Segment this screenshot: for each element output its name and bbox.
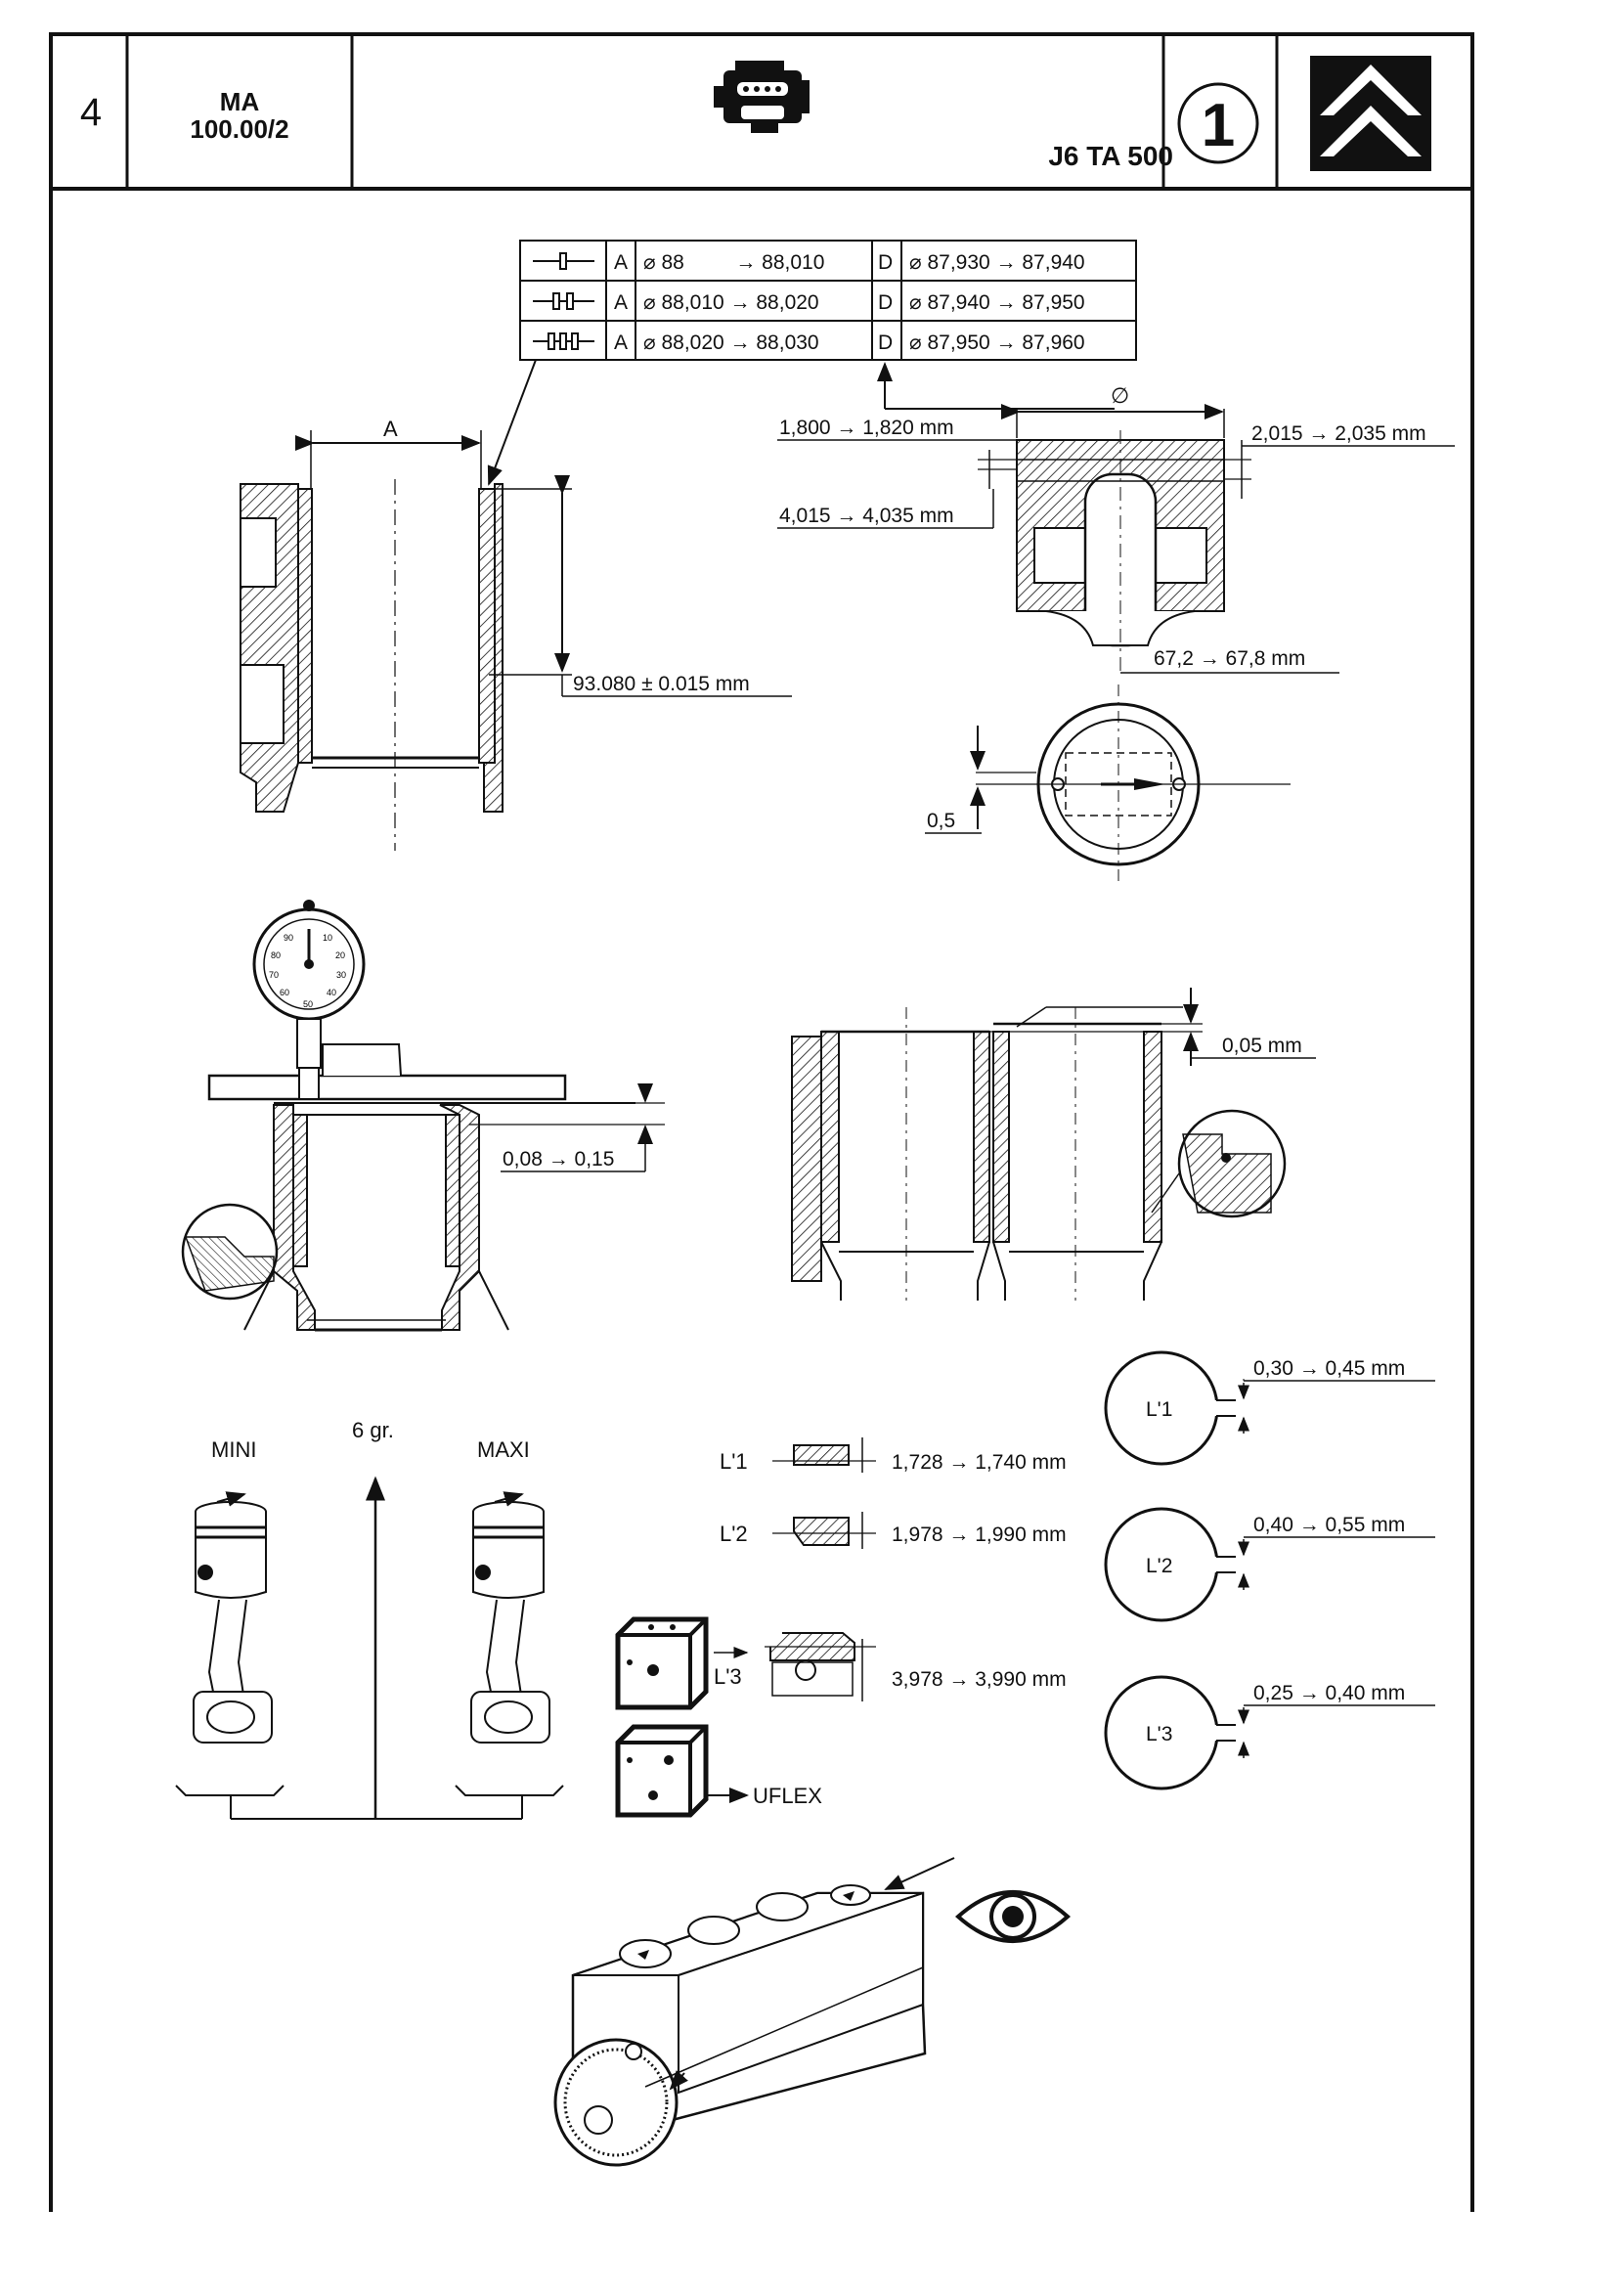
ring3-label: L'3 bbox=[714, 1664, 742, 1689]
row3-d: D bbox=[878, 331, 893, 354]
liner-height-dim: 93.080 ± 0.015 mm bbox=[573, 673, 750, 695]
ring2-label-inner: L'2 bbox=[1146, 1555, 1172, 1577]
3-bar-mark bbox=[533, 332, 594, 350]
section-number-circle bbox=[1177, 82, 1259, 164]
row2-a-range: ⌀ 88,010 → 88,020 bbox=[643, 291, 819, 314]
doc-code: MA 100.00/2 bbox=[129, 74, 350, 156]
ring3-gap: 0,25 → 0,40 mm bbox=[1253, 1682, 1405, 1704]
piston-conrod-maxi bbox=[470, 1491, 550, 1744]
dice-icon bbox=[615, 1616, 709, 1710]
weight-tolerance-label: 6 gr. bbox=[352, 1418, 394, 1442]
ring2-gap: 0,40 → 0,55 mm bbox=[1253, 1514, 1405, 1536]
ring1-label-inner: L'1 bbox=[1146, 1398, 1172, 1421]
eye-icon bbox=[954, 1890, 1072, 1943]
dice-uflex-icon bbox=[615, 1724, 709, 1818]
1-bar-mark bbox=[533, 252, 594, 270]
piston-pin-height-dim: 67,2 → 67,8 mm bbox=[1154, 647, 1305, 670]
dial-scale-30: 30 bbox=[336, 970, 346, 980]
row1-a-range: ⌀ 88 → 88,010 bbox=[643, 251, 824, 274]
ring2-label: L'2 bbox=[720, 1522, 748, 1546]
piston-groove1-dim: 1,800 → 1,820 mm bbox=[779, 417, 954, 439]
ring1-gap-diagram: L'1 0,30 → 0,45 mm bbox=[1104, 1350, 1435, 1466]
row2-a: A bbox=[614, 291, 628, 314]
liner-protrusion-dim: 0,08 → 0,15 bbox=[503, 1148, 614, 1170]
dial-scale-60: 60 bbox=[280, 988, 289, 997]
ring3-thickness: 3,978 → 3,990 mm bbox=[892, 1668, 1067, 1691]
dial-scale-70: 70 bbox=[269, 970, 279, 980]
doc-code-line1: MA bbox=[219, 87, 260, 116]
liner-label-a: A bbox=[383, 417, 398, 441]
piston-conrod-mini bbox=[193, 1491, 273, 1744]
engine-icon bbox=[714, 61, 810, 133]
dial-gauge-drawing: 90 10 80 20 70 30 60 40 50 bbox=[181, 900, 665, 1332]
ring3-gap-diagram: L'3 0,25 → 0,40 mm bbox=[1104, 1675, 1435, 1790]
piston-section-drawing: ∅ 1,800 → 1,820 mm 4,015 → 4,035 mm 2,01… bbox=[777, 383, 1455, 886]
piston-diameter-symbol: ∅ bbox=[1111, 383, 1129, 408]
row3-d-range: ⌀ 87,950 → 87,960 bbox=[909, 331, 1085, 354]
ring2-gap-diagram: L'2 0,40 → 0,55 mm bbox=[1104, 1507, 1435, 1622]
doc-code-line2: 100.00/2 bbox=[190, 114, 289, 144]
dial-scale-50: 50 bbox=[303, 999, 313, 1009]
row2-d-range: ⌀ 87,940 → 87,950 bbox=[909, 291, 1085, 314]
weight-maxi-label: MAXI bbox=[477, 1437, 530, 1462]
ring2-thickness: 1,978 → 1,990 mm bbox=[892, 1523, 1067, 1546]
page-number: 4 bbox=[79, 90, 103, 134]
ring1-thickness: 1,728 → 1,740 mm bbox=[892, 1451, 1067, 1474]
ring3-label-inner: L'3 bbox=[1146, 1723, 1172, 1745]
piston-groove-right-dim: 2,015 → 2,035 mm bbox=[1251, 422, 1426, 445]
ring1-label: L'1 bbox=[720, 1449, 748, 1474]
dial-scale-10: 10 bbox=[323, 933, 332, 943]
row1-a: A bbox=[614, 251, 628, 274]
dial-scale-40: 40 bbox=[327, 988, 336, 997]
dial-scale-20: 20 bbox=[335, 950, 345, 960]
section-number: 1 bbox=[1201, 91, 1236, 159]
row2-d: D bbox=[878, 291, 893, 314]
row3-a-range: ⌀ 88,020 → 88,030 bbox=[643, 331, 819, 354]
weight-tolerance-drawing: MINI MAXI 6 gr. bbox=[175, 1418, 564, 1820]
piston-groove2-dim: 4,015 → 4,035 mm bbox=[779, 505, 954, 527]
piston-rings-drawing: L'1 1,728 → 1,740 mm L'2 1,978 → 1,990 m… bbox=[615, 1350, 1435, 1818]
liners-pair-drawing: 0,05 mm bbox=[791, 988, 1316, 1301]
row3-a: A bbox=[614, 331, 628, 354]
liner-class-table: A ⌀ 88 → 88,010 D ⌀ 87,930 → 87,940 A ⌀ … bbox=[519, 240, 1137, 361]
liners-difference-dim: 0,05 mm bbox=[1222, 1035, 1302, 1057]
2-bar-mark bbox=[533, 292, 594, 310]
row1-d: D bbox=[878, 251, 893, 274]
engine-block-drawing bbox=[553, 1857, 955, 2167]
row1-d-range: ⌀ 87,930 → 87,940 bbox=[909, 251, 1085, 274]
dial-scale-90: 90 bbox=[284, 933, 293, 943]
piston-offset-dim: 0,5 bbox=[927, 810, 955, 832]
page-frame bbox=[49, 32, 1474, 2212]
weight-mini-label: MINI bbox=[211, 1437, 256, 1462]
uflex-label: UFLEX bbox=[753, 1784, 822, 1808]
ring1-gap: 0,30 → 0,45 mm bbox=[1253, 1357, 1405, 1380]
engine-code: J6 TA 500 bbox=[1048, 141, 1173, 171]
dial-scale-80: 80 bbox=[271, 950, 281, 960]
liner-section-drawing: A 93.080 ± 0.015 mm bbox=[240, 417, 792, 851]
chevron-logo-icon bbox=[1310, 56, 1431, 171]
